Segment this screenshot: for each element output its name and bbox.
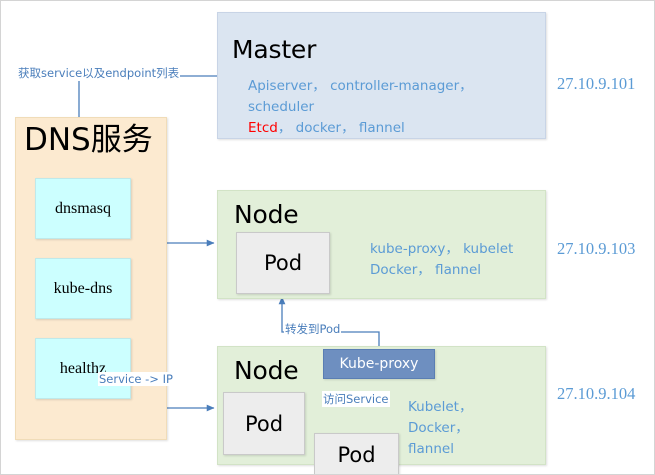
label-fetch-service-endpoints: 获取service以及endpoint列表 (17, 65, 181, 81)
dns-component-kube-dns[interactable]: kube-dns (35, 258, 131, 319)
node1-pod[interactable]: Pod (236, 232, 330, 294)
node2-services: Kubelet， Docker， flannel (408, 397, 472, 460)
dns-component-dnsmasq[interactable]: dnsmasq (35, 178, 131, 239)
node2-pod-bottom[interactable]: Pod (314, 433, 399, 474)
node1-ip-label: 27.10.9.103 (557, 239, 636, 258)
master-node-box[interactable]: Master Apiserver， controller-manager， sc… (217, 12, 546, 139)
node2-title: Node (234, 356, 299, 385)
dns-component-healthz[interactable]: healthz (35, 338, 131, 399)
node2-services-line2: Docker， (408, 420, 469, 436)
node2-services-line1: Kubelet， (408, 399, 473, 415)
kube-proxy-box[interactable]: Kube-proxy (323, 349, 435, 379)
node2-services-line3: flannel (408, 441, 454, 457)
master-services-line1: Apiserver， controller-manager， (248, 78, 473, 94)
node2-ip-label: 27.10.9.104 (557, 384, 636, 403)
node1-services-line2: Docker， flannel (370, 262, 482, 278)
node1-title: Node (234, 200, 299, 229)
master-etcd-label: Etcd (248, 120, 278, 136)
label-access-service: 访问Service (322, 391, 390, 407)
node2-pod-left[interactable]: Pod (223, 392, 305, 455)
dns-service-title: DNS服务 (24, 122, 153, 158)
label-forward-to-pod: 转发到Pod (284, 321, 342, 337)
node1-services: kube-proxy， kubelet Docker， flannel (370, 239, 513, 281)
master-title: Master (232, 35, 317, 64)
node1-services-line1: kube-proxy， kubelet (370, 241, 514, 257)
master-services-line2: scheduler (248, 99, 315, 115)
label-service-to-ip: Service -> IP (98, 372, 174, 386)
master-ip-label: 27.10.9.101 (557, 74, 636, 93)
master-services-line3: ， docker， flannel (277, 120, 405, 136)
master-services: Apiserver， controller-manager， scheduler… (248, 76, 473, 139)
